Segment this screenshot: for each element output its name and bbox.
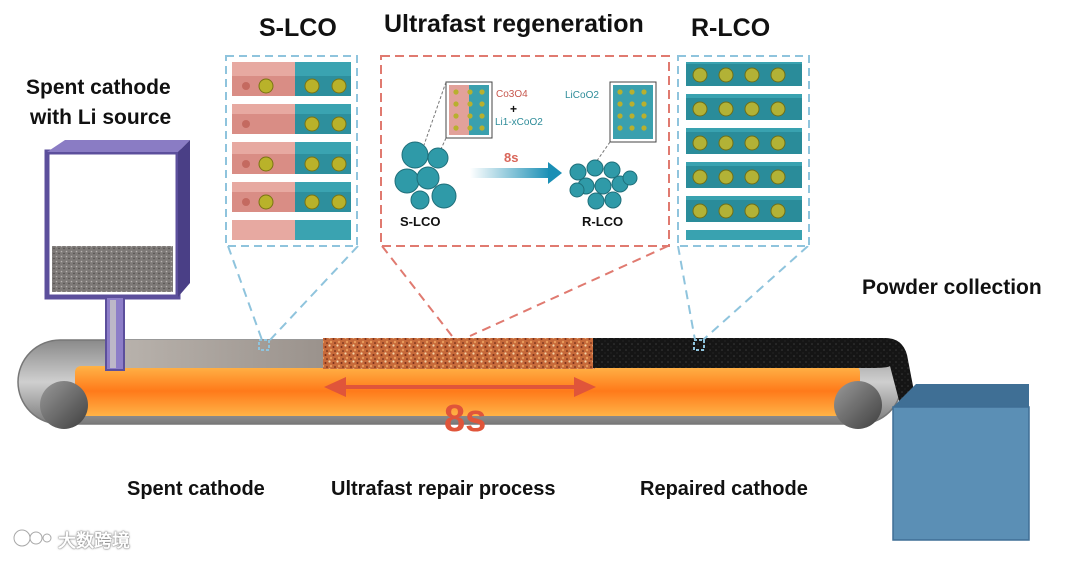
- spent-cathode-layer: [115, 340, 325, 368]
- plus-label: +: [510, 102, 518, 116]
- feeder-label-line1: Spent cathode: [26, 76, 171, 99]
- feeder-label-line2: with Li source: [30, 106, 172, 129]
- watermark-text: 大数跨境: [58, 531, 130, 551]
- regen-title: Ultrafast regeneration: [384, 10, 644, 38]
- regen-panel: [380, 55, 670, 247]
- right-roller: [834, 381, 882, 429]
- slco-structure-panel: [225, 55, 358, 247]
- slco-sample-marker: [258, 339, 270, 351]
- rlco-structure-panel: [677, 55, 810, 247]
- repair-process-label: Ultrafast repair process: [331, 478, 556, 500]
- repaired-cathode-layer: [593, 338, 918, 412]
- li1xcoo2-label: Li1-xCoO2: [495, 117, 543, 128]
- regen-connector-lines: [381, 245, 669, 337]
- time-8s-big: 8s: [444, 398, 487, 440]
- inset-rlco-label: R-LCO: [582, 214, 624, 229]
- rlco-connector-lines: [677, 245, 809, 341]
- spent-cathode-label: Spent cathode: [127, 478, 265, 500]
- slco-title: S-LCO: [259, 14, 337, 42]
- rlco-sample-marker: [693, 339, 705, 351]
- powder-collection-label: Powder collection: [862, 276, 1042, 299]
- rlco-title: R-LCO: [691, 14, 771, 42]
- repaired-cathode-label: Repaired cathode: [640, 478, 808, 500]
- feeder-hopper: [44, 140, 190, 371]
- slco-connector-lines: [227, 245, 359, 341]
- inset-time-label: 8s: [504, 150, 519, 165]
- heating-zone: [75, 366, 860, 416]
- repair-layer: [323, 338, 595, 369]
- left-roller: [40, 381, 88, 429]
- collection-bin: [892, 384, 1030, 541]
- co3o4-label: Co3O4: [496, 89, 528, 100]
- licoo2-label: LiCoO2: [565, 90, 599, 101]
- watermark-logo-icon: [12, 528, 52, 548]
- time-arrow: [324, 377, 596, 397]
- inset-slco-label: S-LCO: [400, 214, 441, 229]
